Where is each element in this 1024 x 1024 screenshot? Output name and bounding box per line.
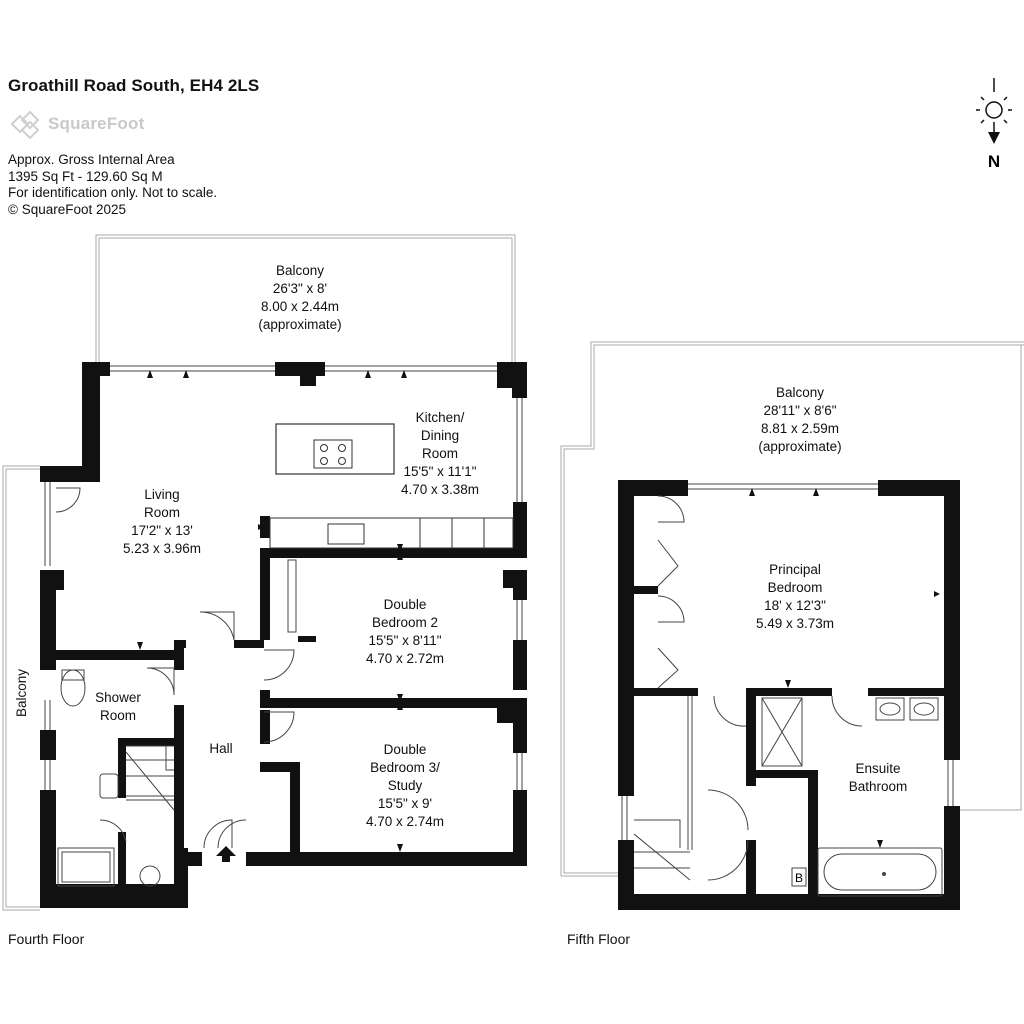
bedroom3-dim-imperial: 15'5" x 9' <box>378 796 432 811</box>
shower-label-line2: Room <box>100 708 136 723</box>
bedroom2-label-line1: Double <box>384 597 427 612</box>
kitchen-label-line1: Kitchen/ <box>416 410 465 425</box>
balcony-top-label: Balcony <box>276 263 324 278</box>
living-label-line2: Room <box>144 505 180 520</box>
principal-dim-metric: 5.49 x 3.73m <box>756 616 834 631</box>
fourth-floor-label: Fourth Floor <box>8 931 85 947</box>
living-label-line1: Living <box>144 487 179 502</box>
principal-label-line2: Bedroom <box>768 580 823 595</box>
fifth-floor-windows <box>621 483 954 840</box>
living-dim-metric: 5.23 x 3.96m <box>123 541 201 556</box>
logo-text: SquareFoot <box>48 114 145 133</box>
dimension-markers <box>137 370 407 852</box>
bedroom2-dim-metric: 4.70 x 2.72m <box>366 651 444 666</box>
info-line: Approx. Gross Internal Area <box>8 152 175 167</box>
balcony-fifth-approx: (approximate) <box>758 439 841 454</box>
header: Groathill Road South, EH4 2LS <box>8 76 259 96</box>
shower-room-fittings <box>57 669 175 887</box>
kitchen-fittings <box>269 423 514 549</box>
ensuite-fittings <box>761 697 943 897</box>
info-line: © SquareFoot 2025 <box>8 201 127 217</box>
fifth-floor-walls <box>618 480 960 910</box>
bedroom3-label-line3: Study <box>388 778 423 793</box>
info-line: 1395 Sq Ft - 129.60 Sq M <box>8 168 163 184</box>
bedroom3-dim-metric: 4.70 x 2.74m <box>366 814 444 829</box>
kitchen-dim-imperial: 15'5" x 11'1" <box>403 464 476 479</box>
squarefoot-logo-icon <box>10 110 40 140</box>
living-dim-imperial: 17'2" x 13' <box>131 523 193 538</box>
fifth-floor-doors <box>657 495 863 881</box>
boiler-label: B <box>795 871 803 885</box>
balcony-top-dim-imperial: 26'3" x 8' <box>273 281 327 296</box>
balcony-side-label: Balcony <box>14 669 29 717</box>
hall-label: Hall <box>209 741 232 756</box>
ensuite-label-line1: Ensuite <box>855 761 900 776</box>
shower-label-line1: Shower <box>95 690 141 705</box>
balcony-top-approx: (approximate) <box>258 317 341 332</box>
info-line: For identification only. Not to scale. <box>8 185 218 200</box>
page-title: Groathill Road South, EH4 2LS <box>8 76 260 95</box>
balcony-outline-side <box>2 465 40 911</box>
bedroom2-dim-imperial: 15'5" x 8'11" <box>368 633 441 648</box>
fifth-floor-markers <box>749 488 940 848</box>
compass-north-icon: N <box>976 78 1012 171</box>
principal-dim-imperial: 18' x 12'3" <box>764 598 826 613</box>
ensuite-label-line2: Bathroom <box>849 779 908 794</box>
kitchen-dim-metric: 4.70 x 3.38m <box>401 482 479 497</box>
balcony-outline-fifth <box>560 341 1024 877</box>
kitchen-label-line3: Room <box>422 446 458 461</box>
kitchen-label-line2: Dining <box>421 428 459 443</box>
bedroom3-label-line1: Double <box>384 742 427 757</box>
balcony-fifth-dim-metric: 8.81 x 2.59m <box>761 421 839 436</box>
fourth-floor-walls <box>40 362 527 908</box>
balcony-outline-top <box>95 234 516 362</box>
fourth-floor-windows <box>44 365 523 790</box>
fourth-floor-doors <box>55 487 297 849</box>
bedroom2-label-line2: Bedroom 2 <box>372 615 438 630</box>
compass-letter: N <box>988 152 1000 171</box>
balcony-fifth-label: Balcony <box>776 385 824 400</box>
squarefoot-logo: SquareFoot <box>8 108 144 140</box>
entrance-arrow-icon <box>216 846 236 862</box>
fifth-floor-label: Fifth Floor <box>567 931 631 947</box>
balcony-top-dim-metric: 8.00 x 2.44m <box>261 299 339 314</box>
fifth-floor-stairs <box>633 696 693 881</box>
bedroom3-label-line2: Bedroom 3/ <box>370 760 440 775</box>
balcony-fifth-dim-imperial: 28'11" x 8'6" <box>763 403 836 418</box>
area-info: Approx. Gross Internal Area 1395 Sq Ft -… <box>8 152 217 218</box>
principal-label-line1: Principal <box>769 562 821 577</box>
